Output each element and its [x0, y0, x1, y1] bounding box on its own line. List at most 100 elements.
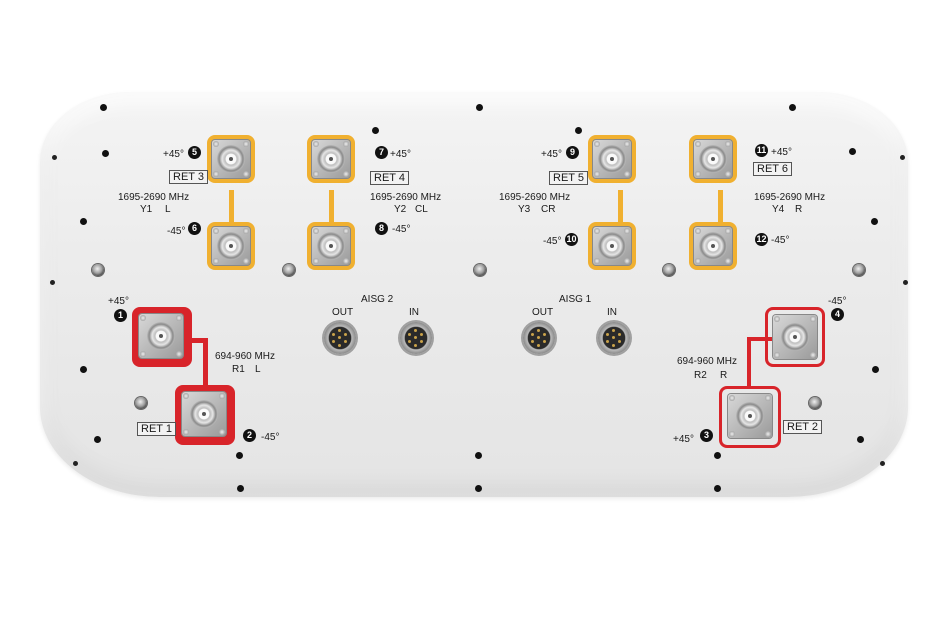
port-5-polarization: +45° — [163, 149, 184, 160]
array-y2-id: Y2 — [394, 204, 407, 215]
port-1-polarization: +45° — [108, 296, 129, 307]
mounting-hole — [100, 104, 107, 111]
port-6-badge: 6 — [188, 222, 201, 235]
aisg-2-out-connector[interactable] — [324, 322, 356, 354]
mounting-hole — [714, 452, 721, 459]
aisg-1-out-label: OUT — [532, 307, 554, 318]
mounting-hole — [236, 452, 243, 459]
mounting-hole — [475, 452, 482, 459]
rf-connector-port-2[interactable] — [182, 392, 226, 436]
port-8-polarization: -45° — [392, 224, 411, 235]
mounting-hole — [237, 485, 244, 492]
array-r1-position: L — [255, 364, 261, 375]
port-10-polarization: -45° — [543, 236, 562, 247]
port-4-badge: 4 — [831, 308, 844, 321]
aisg-2-in-connector[interactable] — [400, 322, 432, 354]
mounting-hole — [900, 155, 905, 160]
array-y3-position: CR — [541, 204, 556, 215]
ret-1-label: RET 1 — [137, 422, 176, 436]
mounting-hole — [476, 104, 483, 111]
connector-pad — [719, 386, 781, 448]
array-y1-position: L — [165, 204, 171, 215]
aisg-2-in-label: IN — [409, 307, 419, 318]
port-8-badge: 8 — [375, 222, 388, 235]
pcb-trace — [618, 190, 623, 226]
pcb-trace — [229, 190, 234, 226]
port-11-badge: 11 — [755, 144, 768, 157]
ret-6-label: RET 6 — [753, 162, 792, 176]
pcb-trace — [747, 337, 772, 341]
aisg-1-title: AISG 1 — [559, 294, 592, 305]
rf-connector-port-11[interactable] — [694, 140, 732, 178]
screw — [853, 264, 865, 276]
aisg-1-out-connector[interactable] — [523, 322, 555, 354]
mounting-hole — [871, 218, 878, 225]
mounting-hole — [714, 485, 721, 492]
pcb-trace — [329, 190, 334, 226]
ret-5-label: RET 5 — [549, 171, 588, 185]
rf-connector-port-10[interactable] — [593, 227, 631, 265]
array-r2-position: R — [720, 370, 728, 381]
array-y3-id: Y3 — [518, 204, 531, 215]
mounting-hole — [575, 127, 582, 134]
pcb-trace — [188, 338, 208, 343]
screw — [809, 397, 821, 409]
mounting-hole — [80, 218, 87, 225]
array-y2-position: CL — [415, 204, 428, 215]
mounting-hole — [372, 127, 379, 134]
port-6-polarization: -45° — [167, 226, 186, 237]
array-y4-id: Y4 — [772, 204, 785, 215]
connector-pad — [765, 307, 825, 367]
array-y3-frequency: 1695-2690 MHz — [499, 192, 571, 203]
mounting-hole — [73, 461, 78, 466]
aisg-2-out-label: OUT — [332, 307, 354, 318]
rf-connector-port-1[interactable] — [139, 314, 183, 358]
port-12-badge: 12 — [755, 233, 768, 246]
rf-connector-port-8[interactable] — [312, 227, 350, 265]
pcb-trace — [718, 190, 723, 226]
array-r1-id: R1 — [232, 364, 245, 375]
mounting-hole — [857, 436, 864, 443]
screw — [92, 264, 104, 276]
rf-connector-port-9[interactable] — [593, 140, 631, 178]
port-2-polarization: -45° — [261, 432, 280, 443]
mounting-hole — [52, 155, 57, 160]
mounting-hole — [880, 461, 885, 466]
array-y2-frequency: 1695-2690 MHz — [370, 192, 442, 203]
port-3-polarization: +45° — [673, 434, 694, 445]
mounting-hole — [903, 280, 908, 285]
aisg-1-in-connector[interactable] — [598, 322, 630, 354]
rf-connector-port-4[interactable] — [773, 315, 817, 359]
port-9-badge: 9 — [566, 146, 579, 159]
mounting-hole — [849, 148, 856, 155]
array-r2-id: R2 — [694, 370, 707, 381]
array-y1-id: Y1 — [140, 204, 153, 215]
port-12-polarization: -45° — [771, 235, 790, 246]
port-11-polarization: +45° — [771, 147, 792, 158]
mounting-hole — [475, 485, 482, 492]
screw — [474, 264, 486, 276]
mounting-hole — [102, 150, 109, 157]
aisg-1-in-label: IN — [607, 307, 617, 318]
port-2-badge: 2 — [243, 429, 256, 442]
array-r2-frequency: 694-960 MHz — [677, 356, 738, 367]
port-3-badge: 3 — [700, 429, 713, 442]
rf-connector-port-7[interactable] — [312, 140, 350, 178]
port-5-badge: 5 — [188, 146, 201, 159]
rf-connector-port-3[interactable] — [728, 394, 772, 438]
pcb-trace — [747, 337, 751, 389]
port-4-polarization: -45° — [828, 296, 847, 307]
ret-4-label: RET 4 — [370, 171, 409, 185]
port-9-polarization: +45° — [541, 149, 562, 160]
rf-connector-port-12[interactable] — [694, 227, 732, 265]
port-7-badge: 7 — [375, 146, 388, 159]
array-y4-frequency: 1695-2690 MHz — [754, 192, 826, 203]
mounting-hole — [789, 104, 796, 111]
array-y4-position: R — [795, 204, 803, 215]
rf-connector-port-5[interactable] — [212, 140, 250, 178]
port-10-badge: 10 — [565, 233, 578, 246]
pcb-trace — [203, 338, 208, 388]
screw — [663, 264, 675, 276]
rf-connector-port-6[interactable] — [212, 227, 250, 265]
screw — [283, 264, 295, 276]
